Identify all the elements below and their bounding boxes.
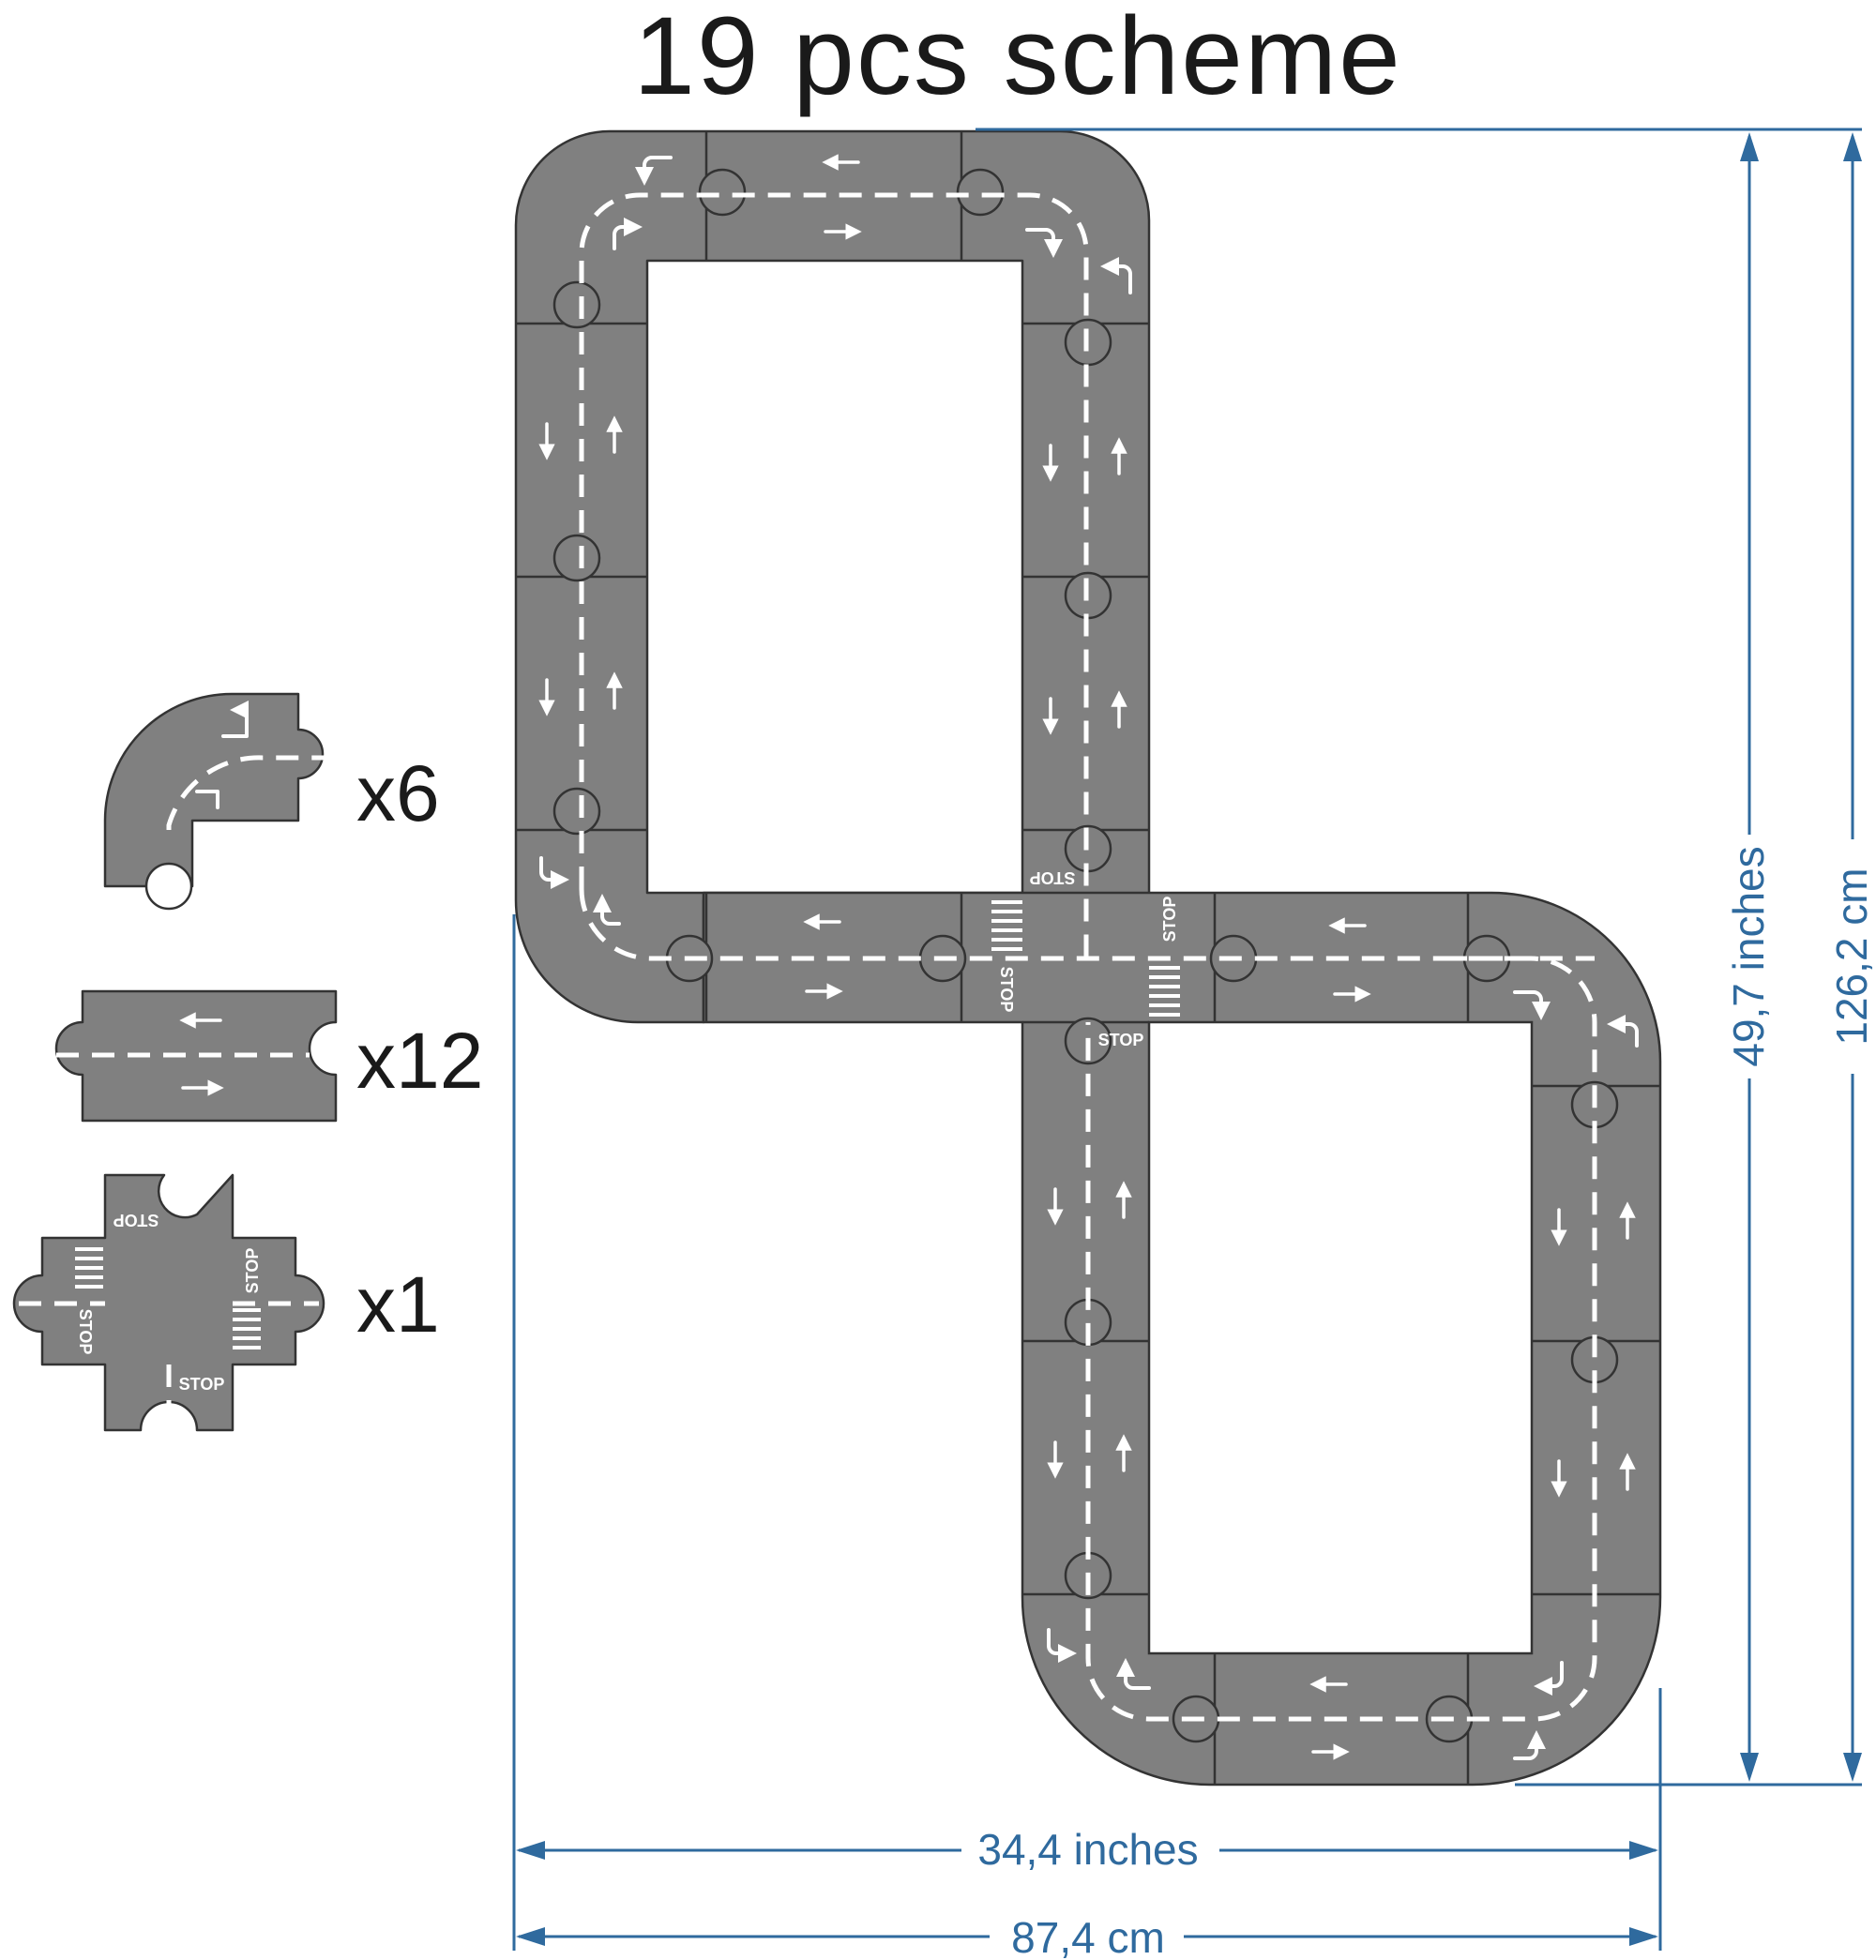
height-cm-label: 126,2 cm: [1827, 867, 1876, 1045]
height-inches-label: 49,7 inches: [1724, 846, 1773, 1066]
turn-arrow-icon: [539, 856, 569, 889]
stop-marking: STOP: [113, 1211, 159, 1229]
crossroad-piece: STOP STOP STOP STOP: [12, 1173, 325, 1444]
turn-arrow-icon: [221, 701, 250, 738]
turn-arrow-icon: [1513, 1730, 1546, 1760]
turn-arrow-icon: [635, 156, 673, 186]
stop-marking: STOP: [1160, 897, 1179, 942]
turn-arrow-icon: [1116, 1658, 1151, 1690]
stop-marking: STOP: [243, 1248, 262, 1294]
width-inches-label: 34,4 inches: [977, 1825, 1198, 1874]
scheme-title: 19 pcs scheme: [633, 0, 1402, 118]
crossroad-count: x1: [356, 1260, 440, 1349]
track-layout: STOP STOP STOP STOP: [514, 129, 1662, 1787]
width-cm-dimension: 87,4 cm: [516, 1913, 1658, 1960]
width-cm-label: 87,4 cm: [1011, 1913, 1165, 1960]
turn-arrow-icon: [1047, 1628, 1077, 1663]
stop-marking: STOP: [997, 967, 1016, 1013]
stop-marking: STOP: [76, 1309, 95, 1355]
curve-count: x6: [356, 749, 440, 837]
stop-marking: STOP: [179, 1375, 225, 1394]
turn-arrow-icon: [195, 790, 219, 809]
stop-marking: STOP: [1098, 1031, 1144, 1049]
curve-piece: [103, 692, 338, 911]
straight-piece: [54, 989, 338, 1123]
straight-count: x12: [356, 1017, 483, 1105]
turn-arrow-icon: [593, 894, 621, 926]
turn-arrow-icon: [1607, 1015, 1639, 1048]
width-inches-dimension: 34,4 inches: [516, 1825, 1658, 1874]
turn-arrow-icon: [1513, 990, 1551, 1020]
turn-arrow-icon: [1534, 1661, 1564, 1696]
turn-arrow-icon: [613, 218, 643, 250]
height-inches-dimension: 49,7 inches: [1724, 132, 1773, 1782]
turn-arrow-icon: [1100, 257, 1132, 294]
turn-arrow-icon: [1025, 228, 1063, 258]
height-cm-dimension: 126,2 cm: [1827, 132, 1876, 1782]
stop-marking: STOP: [1030, 868, 1076, 887]
